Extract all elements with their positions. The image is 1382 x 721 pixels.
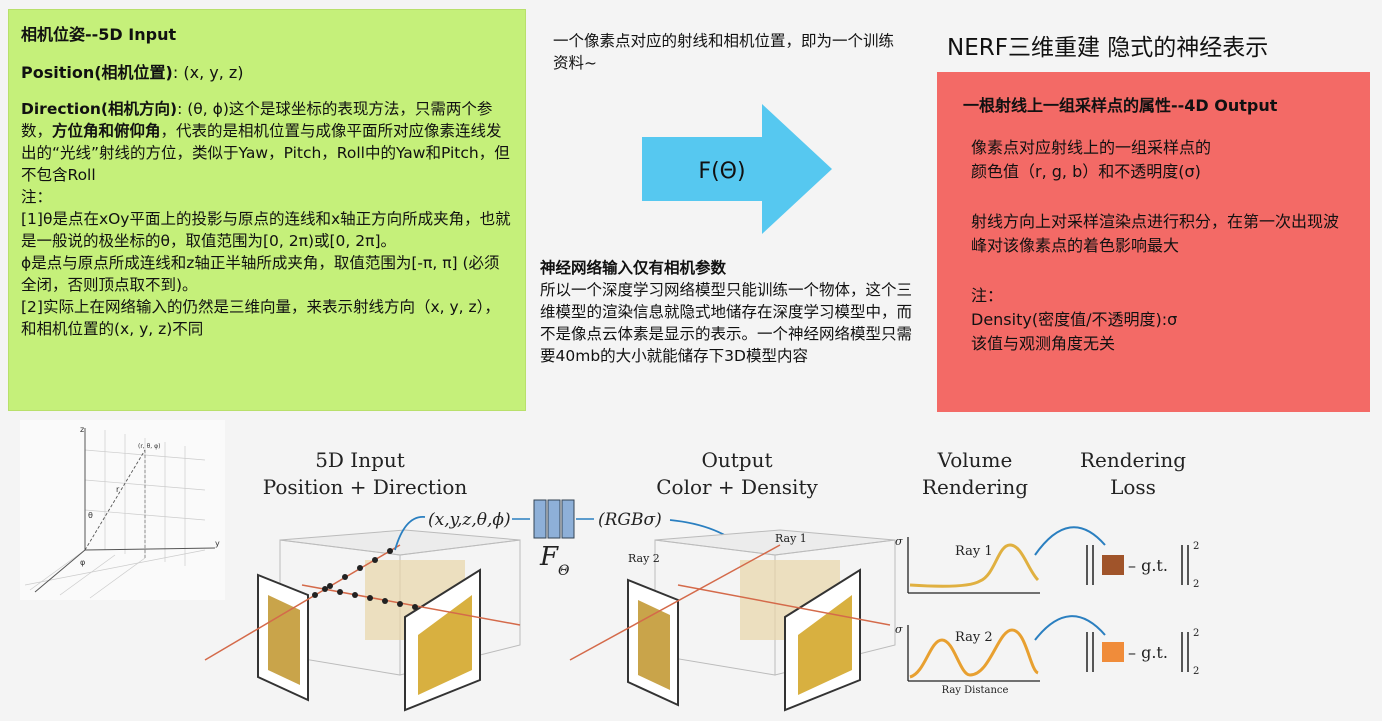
volume-plot-1: σ Ray 1 <box>895 535 1040 594</box>
direction-bold: 方位角和俯仰角 <box>52 122 161 140</box>
theta-label: θ <box>88 511 93 520</box>
ray-distance-label: Ray Distance <box>942 685 1009 696</box>
note-1: [1]θ是点在xOy平面上的投影与原点的连线和x轴正方向所成夹角，也就是一般说的… <box>21 210 511 250</box>
network-note-1: 神经网络输入仅有相机参数 <box>540 259 727 277</box>
output-line-2: 颜色值（r, g, b）和不透明度(σ) <box>971 162 1201 181</box>
volume-title-1: Volume <box>937 448 1013 472</box>
output-title: 一根射线上一组采样点的属性--4D Output <box>963 96 1278 115</box>
loss-arrow-2 <box>1034 615 1106 641</box>
output-line-1: 像素点对应射线上的一组采样点的 <box>971 138 1212 157</box>
loss-title-1: Rendering <box>1080 448 1186 472</box>
output-ray-2 <box>677 584 891 626</box>
loss-sup-2: 2 <box>1193 628 1199 639</box>
direction-paragraph: Direction(相机方向): (θ, ϕ)这个是球坐标的表现方法，只需两个参… <box>21 98 513 186</box>
gt-label-2: – g.t. <box>1128 643 1168 662</box>
note-label: 注： <box>21 188 53 206</box>
vol-ray1-label: Ray 1 <box>955 544 993 559</box>
direction-label: Direction(相机方向) <box>21 100 178 118</box>
output-title-1: Output <box>701 448 772 472</box>
point-label: (r, θ, φ) <box>138 443 160 450</box>
nerf-title: NERF三维重建 隐式的神经表示 <box>947 35 1269 61</box>
output-title-2: Color + Density <box>656 475 818 499</box>
r-label: r <box>116 485 120 494</box>
input-arrow <box>394 516 426 551</box>
loss-color-2 <box>1102 642 1124 662</box>
input-title-2: Position + Direction <box>263 475 468 499</box>
loss-color-1 <box>1102 555 1124 575</box>
output-ray1-label: Ray 1 <box>775 532 807 545</box>
network-block <box>533 499 575 539</box>
network-note: 神经网络输入仅有相机参数 所以一个深度学习网络模型只能训练一个物体，这个三维模型… <box>540 257 925 367</box>
network-label: F <box>539 542 559 572</box>
network-sub: Θ <box>558 563 570 579</box>
density-line: Density(密度值/不透明度):σ <box>971 310 1178 329</box>
output-tuple: (RGBσ) <box>598 510 662 530</box>
sigma-label-2: σ <box>895 623 903 636</box>
loss-sub-2: 2 <box>1193 666 1199 677</box>
direction-text-2: ，代表的是相机位置与成像平面所对应像素连线发出的“光线”射线的方位，类似于Yaw… <box>21 122 510 184</box>
position-label: Position(相机位置) <box>21 63 173 82</box>
spherical-coordinate-diagram: z y θ φ r (r, θ, φ) <box>20 420 225 604</box>
output-note-label: 注： <box>971 286 1004 305</box>
sigma-label-1: σ <box>895 535 903 548</box>
input-title-1: 5D Input <box>315 448 405 472</box>
output-line-3: 射线方向上对采样渲染点进行积分，在第一次出现波峰对该像素点的着色影响最大 <box>971 212 1340 255</box>
loss-sub-1: 2 <box>1193 579 1199 590</box>
loss-term-1: – g.t. 2 2 <box>1086 541 1199 590</box>
density-note: 该值与观测角度无关 <box>971 334 1116 353</box>
direction-text: : (θ, ϕ)这个是球坐标的表现方法，只需两个参数， <box>21 100 493 140</box>
volume-title-2: Rendering <box>922 475 1028 499</box>
sample-points <box>312 548 418 610</box>
arrow-label: F(Θ) <box>698 159 745 184</box>
note-3: [2]实际上在网络输入的仍然是三维向量，来表示射线方向（x, y, z），和相机… <box>21 298 500 338</box>
vol-ray2-label: Ray 2 <box>955 630 993 645</box>
loss-sup-1: 2 <box>1193 541 1199 552</box>
position-line: Position(相机位置): (x, y, z) <box>21 62 513 84</box>
nerf-pipeline-figure: 5D Input Position + Direction Output Col… <box>190 445 1210 721</box>
phi-label: φ <box>80 558 85 567</box>
output-ray-1 <box>569 544 781 661</box>
z-label: z <box>80 425 84 434</box>
y-axis <box>84 547 216 551</box>
training-data-note: 一个像素点对应的射线和相机位置，即为一个训练资料~ <box>553 32 895 72</box>
camera-pose-panel: 相机位姿--5D Input Position(相机位置): (x, y, z)… <box>8 9 526 411</box>
gt-label-1: – g.t. <box>1128 556 1168 575</box>
y-label: y <box>215 539 220 548</box>
input-ray-1 <box>204 544 401 661</box>
input-cube <box>279 529 521 676</box>
network-note-2: 所以一个深度学习网络模型只能训练一个物体，这个三维模型的渲染信息就隐式地储存在深… <box>540 281 913 365</box>
volume-plot-2: σ Ray 2 Ray Distance <box>895 623 1040 696</box>
loss-term-2: – g.t. 2 2 <box>1086 628 1199 677</box>
function-arrow: F(Θ) <box>642 104 834 238</box>
note-2: ϕ是点与原点所成连线和z轴正半轴所成夹角，取值范围为[-π, π] (必须全闭，… <box>21 254 500 294</box>
panel-title: 相机位姿--5D Input <box>21 25 177 44</box>
output-ray2-label: Ray 2 <box>628 552 660 565</box>
output-panel: 一根射线上一组采样点的属性--4D Output 像素点对应射线上的一组采样点的… <box>937 72 1370 412</box>
position-value: : (x, y, z) <box>172 63 244 82</box>
input-tuple: (x,y,z,θ,ϕ) <box>428 510 511 530</box>
x-axis <box>34 549 86 593</box>
loss-arrow-1 <box>1034 526 1106 556</box>
loss-title-2: Loss <box>1110 475 1156 499</box>
